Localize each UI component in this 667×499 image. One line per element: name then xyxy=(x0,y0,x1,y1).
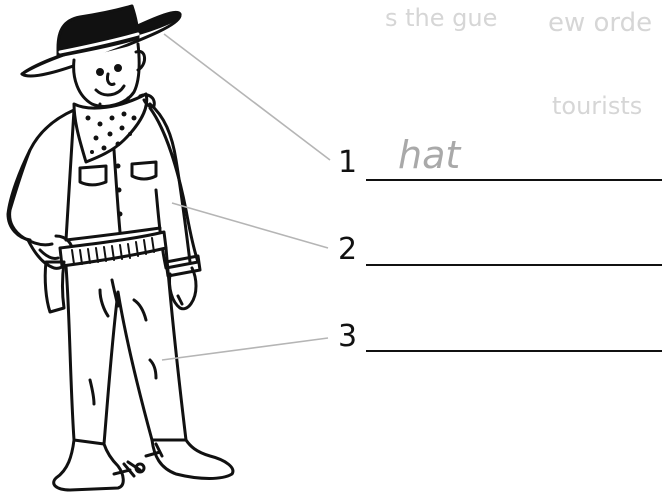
leader-line-1 xyxy=(164,34,330,160)
trousers xyxy=(66,248,186,444)
left-boot xyxy=(54,440,124,490)
item-number-1: 1 xyxy=(338,148,357,178)
item-number-2: 2 xyxy=(338,235,357,265)
answer-line-2[interactable] xyxy=(366,264,662,266)
leader-line-2 xyxy=(172,203,328,248)
leader-line-3 xyxy=(162,338,328,360)
right-boot xyxy=(152,440,233,479)
answer-line-3[interactable] xyxy=(366,350,662,352)
answer-line-1[interactable] xyxy=(366,179,662,181)
answer-text-1[interactable]: hat xyxy=(398,136,460,174)
item-number-3: 3 xyxy=(338,322,357,352)
